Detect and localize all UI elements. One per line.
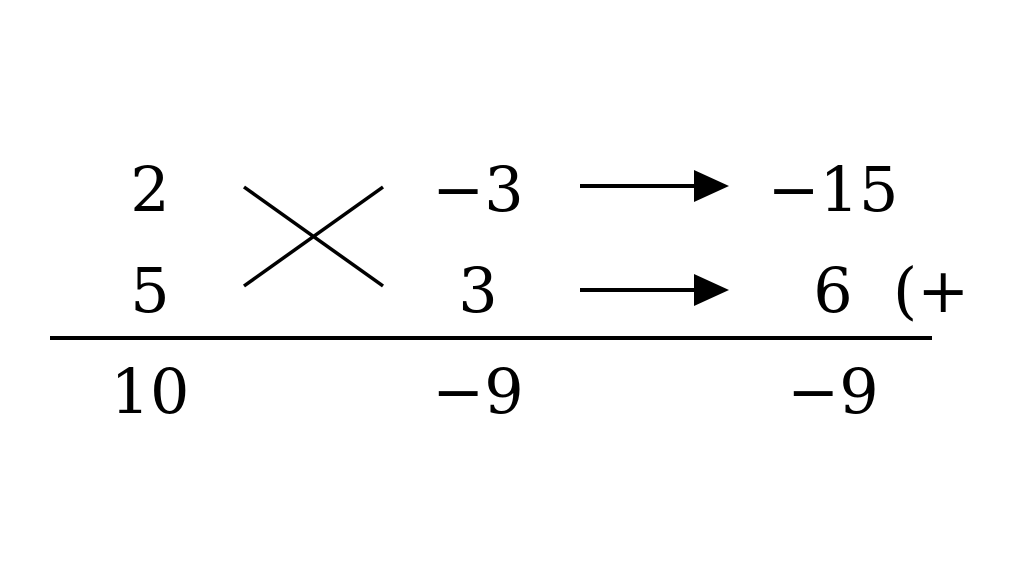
row1-middle-coefficient: −3 [432,153,524,226]
row2-product: 6 [813,254,853,327]
row2-middle-coefficient: 3 [458,254,498,327]
result-middle: −9 [432,355,524,428]
result-left: 10 [110,355,190,428]
row1-left-coefficient: 2 [130,153,170,226]
row1-product: −15 [767,153,899,226]
row2-left-coefficient: 5 [130,254,170,327]
result-right: −9 [787,355,879,428]
cross-line-up [242,185,385,288]
arrow-row2-head [694,274,729,306]
addition-note: (+ [893,254,970,327]
arrow-row1-head [694,170,729,202]
